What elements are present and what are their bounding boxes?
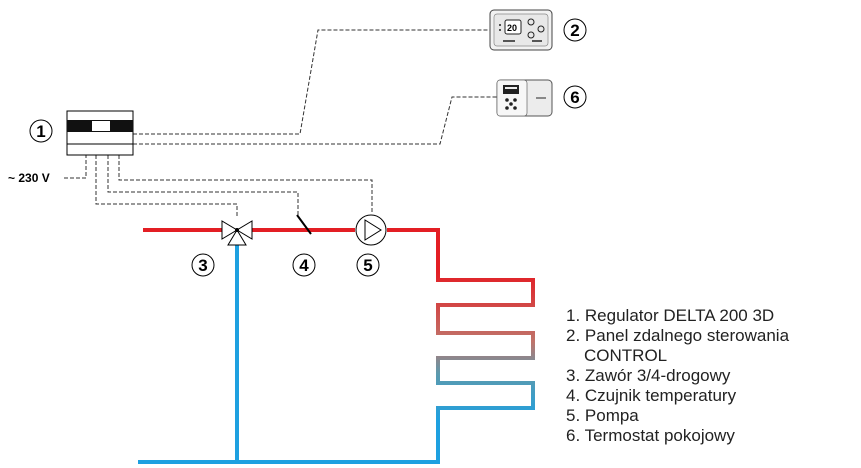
supply-voltage-label: ~ 230 V: [8, 171, 50, 185]
marker-3: 3: [191, 253, 215, 277]
component-legend: 1. Regulator DELTA 200 3D 2. Panel zdaln…: [566, 306, 789, 446]
room-thermostat-device: [496, 79, 553, 117]
svg-text:3: 3: [198, 256, 207, 275]
legend-item-2: 2. Panel zdalnego sterowania: [566, 326, 790, 345]
pipes: [138, 228, 535, 464]
marker-1: 1: [29, 119, 53, 143]
marker-2: 2: [563, 18, 587, 42]
svg-text:1: 1: [36, 122, 45, 141]
svg-text:5: 5: [363, 256, 372, 275]
legend-item-2-continued: CONTROL: [584, 346, 668, 365]
control-panel-device: 20: [489, 9, 553, 51]
svg-text:2: 2: [570, 21, 579, 40]
pump: [355, 214, 387, 246]
signal-lines: [64, 29, 497, 216]
signal-line-sensor: [107, 155, 299, 215]
marker-6: 6: [563, 85, 587, 109]
legend-item-5: 5. Pompa: [566, 406, 639, 425]
marker-5: 5: [356, 253, 380, 277]
signal-line-thermostat: [133, 96, 497, 145]
temperature-sensor: [296, 214, 312, 235]
signal-line-power: [64, 155, 87, 179]
marker-4: 4: [292, 253, 316, 277]
panel-display-value: 20: [507, 23, 517, 33]
regulator-unit: [66, 110, 134, 156]
coil-pipe: [398, 228, 535, 462]
legend-item-6: 6. Termostat pokojowy: [566, 426, 735, 445]
legend-item-1: 1. Regulator DELTA 200 3D: [566, 306, 775, 325]
svg-text:6: 6: [570, 88, 579, 107]
signal-line-panel: [133, 29, 490, 135]
legend-item-3: 3. Zawór 3/4-drogowy: [566, 366, 731, 385]
three-way-valve: [221, 220, 253, 246]
signal-line-valve: [95, 155, 238, 216]
signal-line-pump: [118, 155, 373, 212]
legend-item-4: 4. Czujnik temperatury: [566, 386, 737, 405]
svg-text:4: 4: [299, 256, 309, 275]
